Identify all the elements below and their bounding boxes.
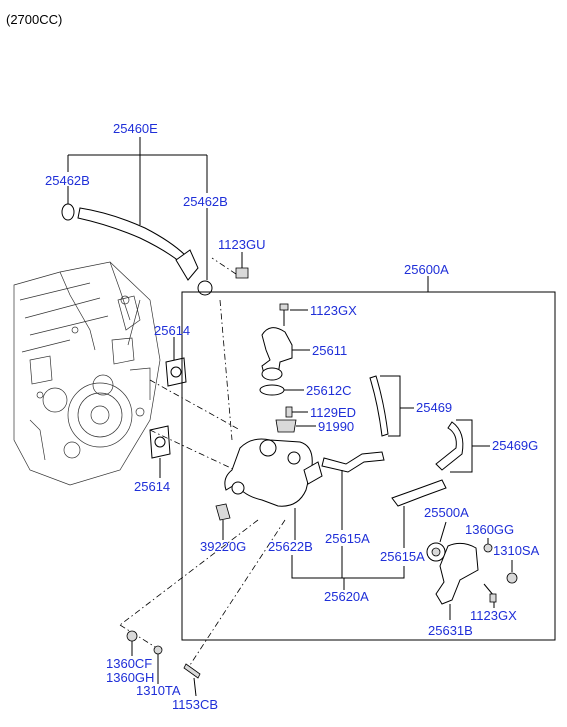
engine-block-illustration [13, 261, 161, 486]
water-pipe-25460E [77, 207, 187, 263]
label-25462B-right: 25462B [183, 194, 228, 209]
hose-25615A-right [391, 479, 447, 507]
label-39220G: 39220G [200, 539, 246, 554]
pin-1153CB [183, 663, 201, 679]
hose-25615A-left [321, 451, 385, 473]
engine-variant-label: (2700CC) [6, 12, 63, 27]
gasket-25612C [259, 384, 285, 396]
thermostat-cover-25631B [435, 542, 479, 605]
label-1129ED: 1129ED [310, 405, 356, 420]
label-1123GU: 1123GU [218, 237, 265, 252]
assembly-dashed-lines [119, 299, 286, 666]
plug-1360CF [126, 630, 138, 642]
label-25500A: 25500A [424, 505, 469, 520]
label-91990: 91990 [318, 419, 354, 434]
label-1153CB: 1153CB [172, 697, 218, 712]
sensor-39220G [215, 503, 231, 540]
label-25614-bottom: 25614 [134, 479, 170, 494]
label-1123GX-bottom: 1123GX [470, 608, 517, 623]
bolt-1129ED [285, 406, 308, 418]
bolt-1123GX-top [279, 303, 308, 326]
label-1360GH: 1360GH [106, 670, 154, 685]
label-1310TA: 1310TA [136, 683, 181, 698]
assembly-frame-25600A [181, 276, 556, 641]
label-1360CF: 1360CF [106, 656, 152, 671]
label-1360GG: 1360GG [465, 522, 514, 537]
label-25631B: 25631B [428, 623, 473, 638]
leader-25460E [67, 137, 208, 280]
o-ring-left [61, 203, 75, 221]
water-pipe-flange [175, 249, 199, 281]
label-25469G: 25469G [492, 438, 538, 453]
label-25611: 25611 [312, 343, 347, 358]
label-25615A-left: 25615A [325, 531, 370, 546]
label-1123GX-top: 1123GX [310, 303, 357, 318]
hose-25469 [369, 375, 389, 437]
label-1310SA: 1310SA [493, 543, 540, 558]
gasket-1310TA [153, 645, 163, 655]
label-25612C: 25612C [306, 383, 352, 398]
thermostat-25500A [426, 521, 447, 562]
bolt-1123GU [211, 252, 249, 279]
label-25462B-left: 25462B [45, 173, 90, 188]
bracket-91990 [275, 419, 297, 433]
gasket-1310SA [506, 572, 518, 584]
label-25600A: 25600A [404, 262, 449, 277]
bolt-1123GX-bottom [483, 583, 497, 608]
label-25469: 25469 [416, 400, 452, 415]
hose-25469G [435, 421, 464, 471]
o-ring-right [197, 280, 213, 296]
water-outlet-25611 [261, 327, 293, 379]
label-25622B: 25622B [268, 539, 313, 554]
leader-25620A [291, 546, 405, 590]
label-25460E: 25460E [113, 121, 158, 136]
label-25614-top: 25614 [154, 323, 190, 338]
label-25615A-right: 25615A [380, 549, 425, 564]
label-25620A: 25620A [324, 589, 369, 604]
plug-1360GG [483, 543, 493, 553]
